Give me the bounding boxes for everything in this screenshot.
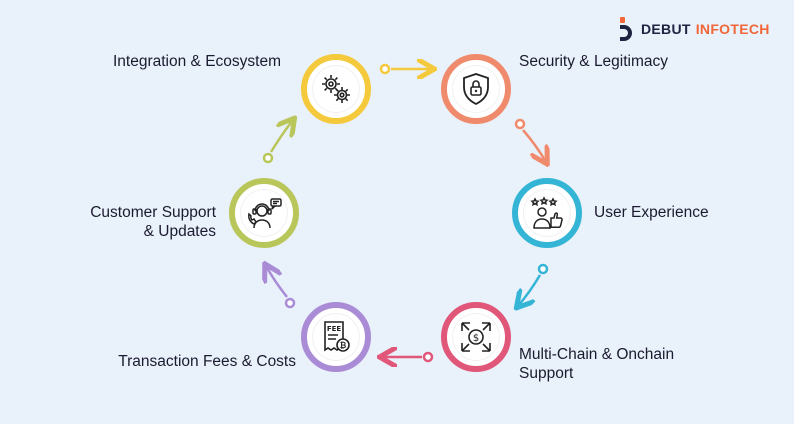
arrow-integration-to-security bbox=[379, 65, 432, 73]
fee-receipt-icon: FEE ₿ bbox=[324, 321, 350, 352]
label-transaction-fees: Transaction Fees & Costs bbox=[118, 353, 296, 370]
label-multichain-support: Multi-Chain & Onchain Support bbox=[519, 345, 674, 383]
label-user-experience: User Experience bbox=[594, 204, 709, 221]
label-customer-support-line2: & Updates bbox=[143, 223, 216, 240]
node-user-experience bbox=[512, 178, 582, 248]
shield-lock-icon bbox=[463, 73, 489, 106]
label-integration-ecosystem: Integration & Ecosystem bbox=[113, 53, 281, 70]
user-thumbs-up-icon bbox=[530, 196, 563, 229]
label-customer-support-line1: Customer Support bbox=[90, 204, 216, 221]
label-multichain-line1: Multi-Chain & Onchain bbox=[519, 346, 675, 363]
node-security-legitimacy bbox=[441, 54, 511, 124]
brand-name-primary: DEBUT bbox=[641, 21, 691, 37]
node-integration-ecosystem bbox=[301, 54, 371, 124]
label-customer-support: Customer Support & Updates bbox=[90, 203, 216, 241]
svg-text:$: $ bbox=[473, 333, 479, 344]
gears-icon bbox=[322, 75, 350, 103]
brand-mark-icon bbox=[620, 17, 632, 41]
multichain-coin-icon: $ bbox=[461, 322, 491, 352]
node-customer-support bbox=[229, 178, 299, 248]
node-transaction-fees: FEE ₿ bbox=[301, 302, 371, 372]
arrow-ux-to-multichain bbox=[518, 263, 549, 306]
svg-text:₿: ₿ bbox=[340, 341, 347, 350]
brand-name-secondary: INFOTECH bbox=[695, 21, 770, 37]
arrow-fees-to-support bbox=[266, 266, 296, 309]
label-multichain-line2: Support bbox=[519, 365, 574, 382]
arrow-security-to-ux bbox=[514, 118, 546, 162]
brand-logo: DEBUT INFOTECH bbox=[616, 16, 770, 42]
label-security-legitimacy: Security & Legitimacy bbox=[519, 53, 669, 70]
arrow-support-to-integration bbox=[262, 120, 293, 164]
fee-icon-text: FEE bbox=[327, 325, 342, 333]
support-agent-icon bbox=[248, 198, 282, 229]
node-multichain-support: $ bbox=[441, 302, 511, 372]
arrow-multichain-to-fees bbox=[382, 353, 434, 361]
